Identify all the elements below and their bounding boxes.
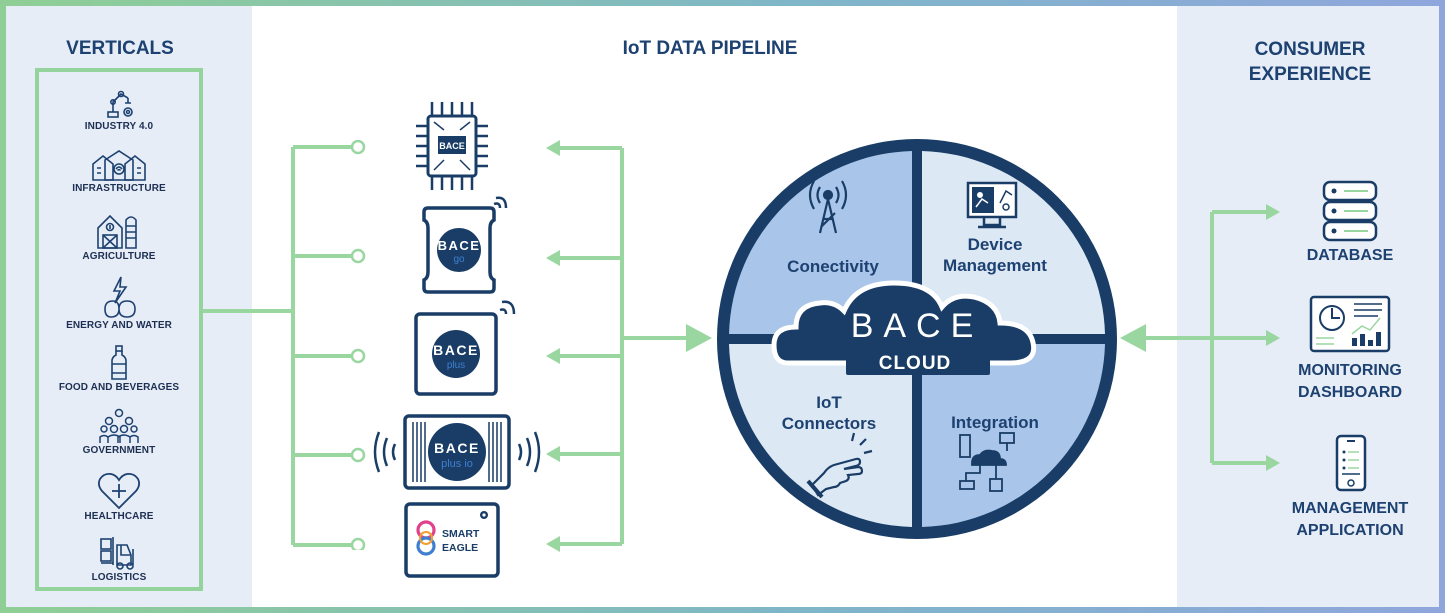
wireless-icon — [373, 431, 541, 473]
arrow-head — [546, 348, 560, 364]
pipeline-heading: IoT DATA PIPELINE — [622, 38, 798, 59]
bace-cloud-diagram: BACE CLOUD — [717, 139, 1117, 539]
management-app-line2: APPLICATION — [1296, 522, 1404, 539]
connectivity-label: Conectivity — [787, 257, 879, 276]
bace-cloud-shape — [771, 280, 1037, 366]
bace-go-device: BACE go — [422, 196, 508, 294]
bace-chip-device: BACE — [416, 102, 488, 190]
arrow-head — [546, 536, 560, 552]
device-brand: BACE — [438, 238, 481, 253]
integration-label: Integration — [951, 413, 1039, 432]
monitor-settings-icon — [966, 181, 1018, 229]
database-icon — [1322, 180, 1378, 242]
wireless-icon — [499, 300, 516, 315]
device-brand: BACE — [434, 440, 480, 456]
cloud-label: CLOUD — [879, 353, 952, 374]
vertical-food: FOOD AND BEVERAGES — [39, 345, 199, 393]
chip-label: BACE — [439, 141, 465, 151]
vertical-label: ENERGY AND WATER — [66, 320, 172, 331]
connector-dot — [350, 248, 366, 264]
arrow-head — [686, 324, 712, 352]
cloud-network-icon — [959, 432, 1015, 492]
arrow-head — [546, 446, 560, 462]
people-icon — [99, 408, 139, 443]
smart-eagle-line1: SMART — [442, 528, 480, 540]
connector-dot — [350, 447, 366, 463]
forklift-icon — [100, 537, 134, 570]
smartphone-icon — [1335, 434, 1367, 492]
iot-connectors-line1: IoT — [816, 393, 842, 412]
smart-eagle-line2: EAGLE — [442, 542, 478, 554]
bottle-icon — [111, 345, 127, 380]
arrow-head — [546, 250, 560, 266]
iot-connectors-label: IoT Connectors — [764, 392, 894, 434]
database-label: DATABASE — [1250, 245, 1445, 267]
dashboard-line2: DASHBOARD — [1298, 384, 1402, 401]
device-sub: plus io — [441, 458, 473, 470]
pointing-hand-icon — [806, 432, 873, 499]
vertical-label: HEALTHCARE — [84, 511, 154, 522]
smart-eagle-device: SMART EAGLE — [404, 502, 500, 578]
management-app-line1: MANAGEMENT — [1291, 500, 1409, 517]
dashboard-label: MONITORING DASHBOARD — [1250, 360, 1445, 404]
device-management-line2: Management — [943, 256, 1047, 275]
device-sub: go — [453, 254, 465, 265]
vertical-logistics: LOGISTICS — [39, 535, 199, 583]
dashboard-icon — [1309, 295, 1391, 353]
heart-plus-icon — [97, 472, 141, 510]
vertical-label: FOOD AND BEVERAGES — [58, 382, 180, 393]
vertical-label: LOGISTICS — [91, 572, 147, 583]
vertical-energy: ENERGY AND WATER — [39, 275, 199, 331]
device-management-label: Device Management — [925, 234, 1065, 276]
arrow-head — [1266, 455, 1280, 471]
vertical-label: INFRASTRUCTURE — [72, 183, 166, 194]
buildings-icon — [92, 150, 146, 181]
vertical-government: GOVERNMENT — [39, 408, 199, 456]
pipeline-arrows — [546, 140, 712, 552]
vertical-healthcare: HEALTHCARE — [39, 472, 199, 522]
device-bracket — [203, 140, 366, 550]
arrow-head — [1266, 204, 1280, 220]
robot-arm-icon — [107, 90, 133, 118]
barn-icon — [97, 214, 137, 249]
verticals-heading: VERTICALS — [66, 38, 174, 59]
dashboard-line1: MONITORING — [1298, 362, 1402, 379]
vertical-label: GOVERNMENT — [82, 445, 156, 456]
consumer-arrows — [1120, 204, 1280, 471]
bace-plus-device: BACE plus — [414, 300, 516, 396]
arrow-head — [546, 140, 560, 156]
device-management-line1: Device — [967, 235, 1023, 254]
vertical-agriculture: AGRICULTURE — [39, 212, 199, 262]
database-line1: DATABASE — [1306, 247, 1394, 264]
connector-dot — [350, 140, 366, 155]
device-sub: plus — [447, 360, 465, 371]
verticals-list: INDUSTRY 4.0 INFRASTRUCTURE AGRICULTURE … — [35, 68, 203, 591]
cloud-brand: BACE — [851, 307, 984, 345]
vertical-label: AGRICULTURE — [82, 251, 156, 262]
consumer-panel — [1177, 6, 1439, 607]
consumer-heading: CONSUMER EXPERIENCE — [1248, 39, 1372, 85]
device-brand: BACE — [433, 342, 479, 358]
energy-water-icon — [104, 276, 136, 318]
vertical-label: INDUSTRY 4.0 — [84, 121, 154, 132]
antenna-tower-icon — [808, 180, 848, 234]
smart-eagle-logo-icon — [416, 520, 436, 556]
verticals-panel — [6, 6, 252, 607]
quadrant-iot-connectors — [729, 344, 912, 527]
iot-connectors-line2: Connectors — [781, 414, 877, 433]
connector-dot — [350, 537, 366, 550]
vertical-industry: INDUSTRY 4.0 — [39, 86, 199, 132]
vertical-infrastructure: INFRASTRUCTURE — [39, 150, 199, 194]
connector-dot — [350, 348, 366, 364]
arrow-head — [1266, 330, 1280, 346]
arrow-head — [1120, 324, 1146, 352]
wireless-icon — [493, 196, 508, 209]
management-app-label: MANAGEMENT APPLICATION — [1250, 498, 1445, 542]
bace-plus-io-device: BACE plus io — [373, 414, 541, 490]
